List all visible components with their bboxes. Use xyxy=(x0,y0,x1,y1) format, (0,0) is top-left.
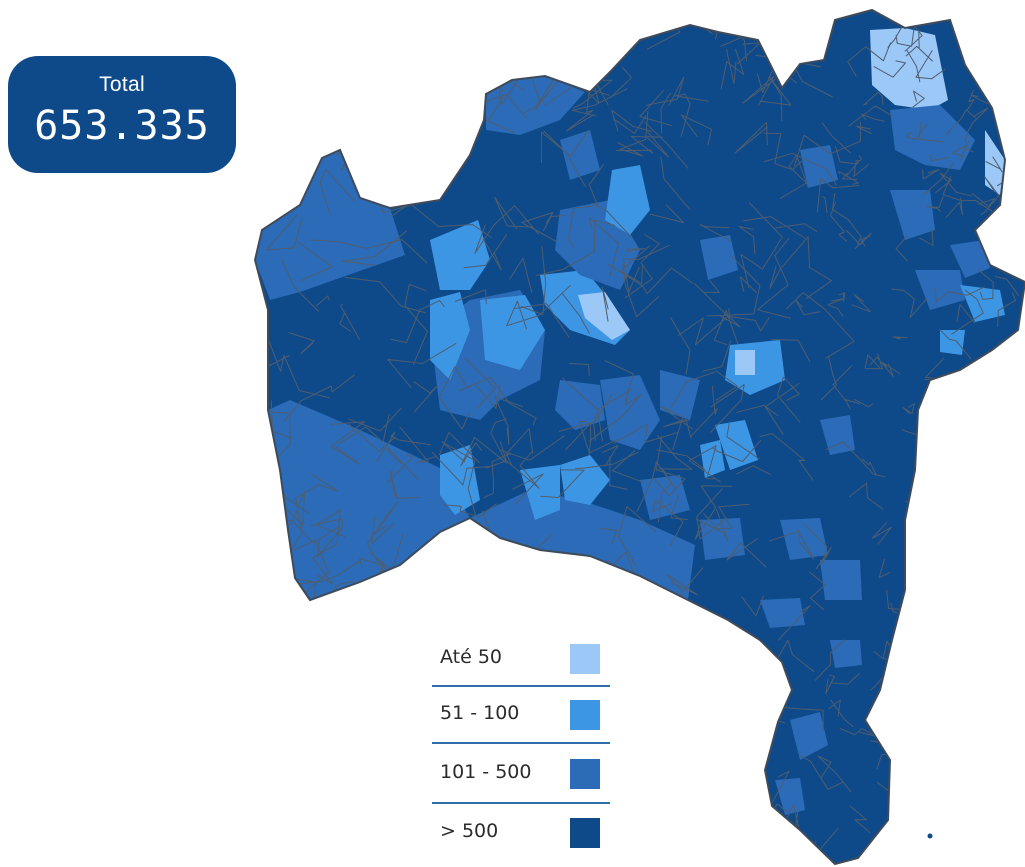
municipality-region xyxy=(985,130,1005,195)
municipality-region xyxy=(735,350,755,375)
municipality-region xyxy=(660,370,700,420)
legend-label: > 500 xyxy=(440,820,499,842)
municipality-region xyxy=(830,640,862,668)
total-label: Total xyxy=(99,73,145,96)
map-legend: Até 50 51 - 100 101 - 500 > 500 xyxy=(432,632,610,858)
municipality-region xyxy=(870,28,948,110)
legend-label: 101 - 500 xyxy=(440,761,532,783)
municipality-region xyxy=(890,190,935,240)
municipality-region xyxy=(560,130,600,180)
municipality-region xyxy=(775,778,805,815)
island-mark xyxy=(966,358,970,362)
municipality-region xyxy=(700,235,738,280)
legend-divider xyxy=(432,685,610,687)
legend-swatch xyxy=(570,818,600,848)
municipality-region xyxy=(430,292,470,380)
legend-label: 51 - 100 xyxy=(440,702,520,724)
island-mark xyxy=(927,833,933,839)
municipality-region xyxy=(700,518,745,560)
municipality-region xyxy=(915,270,965,310)
legend-item-ate-50: Até 50 xyxy=(432,632,610,682)
coastal-islands xyxy=(927,350,974,839)
island-mark xyxy=(970,350,974,354)
total-value: 653.335 xyxy=(34,103,210,149)
municipality-region xyxy=(470,490,695,600)
municipality-region xyxy=(950,240,990,278)
municipality-region xyxy=(600,375,660,450)
municipality-region xyxy=(555,380,605,430)
municipality-region xyxy=(820,560,862,600)
legend-divider xyxy=(432,802,610,804)
municipality-region xyxy=(560,455,610,505)
municipality-region xyxy=(520,465,560,520)
legend-label: Até 50 xyxy=(440,646,503,668)
legend-item-over-500: > 500 xyxy=(432,806,610,856)
municipality-region xyxy=(760,598,805,628)
municipality-region xyxy=(790,712,828,760)
legend-divider xyxy=(432,742,610,744)
municipality-region xyxy=(800,145,838,188)
municipality-region xyxy=(780,518,828,560)
municipality-region xyxy=(715,420,758,470)
legend-swatch xyxy=(570,700,600,730)
legend-item-101-500: 101 - 500 xyxy=(432,747,610,797)
municipality-region xyxy=(480,295,545,370)
municipality-regions xyxy=(255,28,1005,815)
legend-swatch xyxy=(570,759,600,789)
legend-item-51-100: 51 - 100 xyxy=(432,688,610,738)
municipality-region xyxy=(605,165,650,235)
legend-swatch xyxy=(570,644,600,674)
municipality-region xyxy=(255,150,405,300)
total-card: Total 653.335 xyxy=(8,56,236,173)
municipality-region xyxy=(578,292,630,340)
municipality-region xyxy=(960,285,1005,322)
municipality-region xyxy=(440,445,480,515)
municipality-region xyxy=(430,220,490,290)
municipality-region xyxy=(640,475,690,520)
